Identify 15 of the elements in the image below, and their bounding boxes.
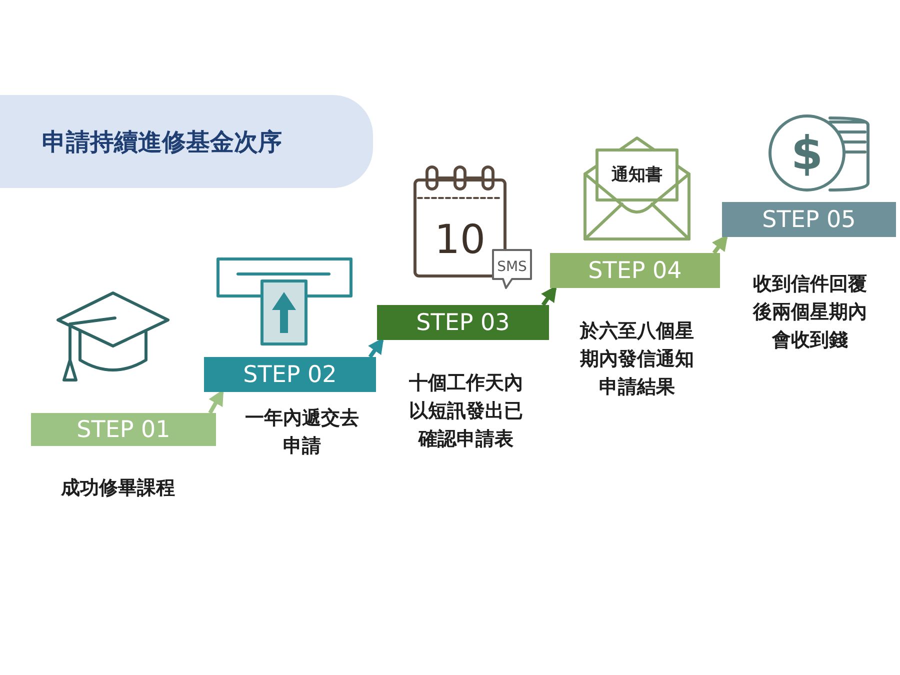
date-number: 10 <box>434 217 486 263</box>
step-bar: STEP 01 <box>31 413 216 446</box>
dollar-sign: $ <box>791 126 823 180</box>
step-bar: STEP 02 <box>204 357 376 392</box>
step-description: 成功修畢課程 <box>60 476 176 501</box>
step-description: 收到信件回覆後兩個星期內會收到錢 <box>752 272 868 353</box>
letter-title: 通知書 <box>612 165 662 185</box>
title-banner: 申請持續進修基金次序 <box>0 95 373 188</box>
step-bar: STEP 05 <box>722 202 896 237</box>
step-description: 十個工作天內以短訊發出已確認申請表 <box>408 371 524 452</box>
sms-text: SMS <box>497 259 527 275</box>
step-bar: STEP 03 <box>377 305 549 340</box>
step-bar: STEP 04 <box>550 253 720 288</box>
step-description: 一年內遞交去申請 <box>244 406 360 459</box>
step-description: 於六至八個星期內發信通知申請結果 <box>578 319 695 400</box>
